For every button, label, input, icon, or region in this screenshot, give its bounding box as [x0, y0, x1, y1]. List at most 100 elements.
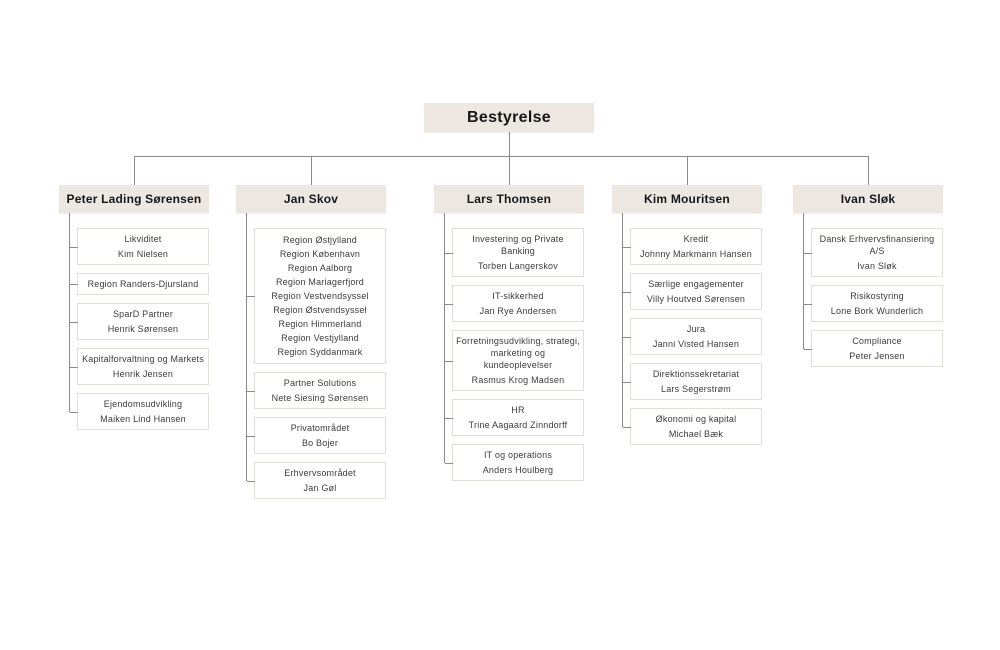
org-column-ivan-slok: Ivan Sløk Dansk Erhvervsfinansiering A/S…: [793, 185, 943, 367]
org-box-line: Henrik Sørensen: [107, 324, 179, 334]
org-box-line: Region Syddanmark: [277, 347, 363, 357]
org-box-line: marketing og kundeoplevelser: [483, 348, 553, 370]
org-box-line: Bo Bojer: [301, 438, 339, 448]
connector-line: [311, 156, 312, 185]
org-column-lars-thomsen: Lars Thomsen Investering og Private Bank…: [434, 185, 584, 481]
connector-line: [868, 156, 869, 185]
org-box-line: Region Randers-Djursland: [87, 279, 199, 289]
org-box-line: Lars Segerstrøm: [660, 384, 732, 394]
org-box-line: Johnny Markmann Hansen: [640, 249, 752, 259]
org-box-line: Region København: [279, 249, 361, 259]
connector-rail: [246, 213, 247, 481]
org-box-line: Kim Nielsen: [117, 249, 169, 259]
org-box-line: Henrik Jensen: [112, 369, 174, 379]
org-box-line: Risikostyring: [850, 291, 904, 301]
org-box-line: IT-sikkerhed: [492, 291, 544, 301]
org-box-line: Kapitalforvaltning og Markets: [82, 354, 204, 364]
org-box-line: Peter Jensen: [849, 351, 905, 361]
org-box-line: Region Vestjylland: [281, 333, 359, 343]
connector-line: [687, 156, 688, 185]
org-box-line: SparD Partner: [112, 309, 174, 319]
org-box-line: Likviditet: [124, 234, 162, 244]
org-box-line: Direktionssekretariat: [652, 369, 740, 379]
org-box-line: IT og operations: [483, 450, 553, 460]
org-box: Dansk Erhvervsfinansiering A/S Ivan Sløk: [804, 228, 943, 277]
org-box-line: Ivan Sløk: [857, 261, 897, 271]
connector-rail: [69, 213, 70, 412]
org-box-line: Anders Houlberg: [482, 465, 554, 475]
org-box-line: Partner Solutions: [283, 378, 357, 388]
org-box-line: Jan Gøl: [303, 483, 337, 493]
column-head: Ivan Sløk: [793, 185, 943, 213]
org-box-line: Region Aalborg: [287, 263, 353, 273]
org-box-line: Maiken Lind Hansen: [100, 414, 186, 424]
connector-line: [509, 156, 510, 185]
org-box-line: Region Mariagerfjord: [275, 277, 365, 287]
org-box-line: Region Østvendsyssel: [273, 305, 367, 315]
org-box-line: Økonomi og kapital: [655, 414, 737, 424]
org-box-line: Privatområdet: [290, 423, 350, 433]
connector-line: [134, 156, 868, 157]
org-box-line: Særlige engagementer: [648, 279, 744, 289]
org-box-line: Villy Houtved Sørensen: [646, 294, 746, 304]
org-box-line: Jura: [686, 324, 706, 334]
connector-line: [134, 156, 135, 185]
org-box-line: Region Himmerland: [278, 319, 362, 329]
connector-rail: [803, 213, 804, 349]
column-head: Lars Thomsen: [434, 185, 584, 213]
org-box-line: Nete Siesing Sørensen: [271, 393, 369, 403]
org-box: Privatområdet Bo Bojer: [247, 417, 386, 454]
org-box-line: Kredit: [683, 234, 709, 244]
column-head: Kim Mouritsen: [612, 185, 762, 213]
org-box-line: Torben Langerskov: [478, 261, 558, 271]
org-box-line: Ejendomsudvikling: [103, 399, 183, 409]
org-box-line: Jan Rye Andersen: [479, 306, 557, 316]
org-box-line: HR: [511, 405, 525, 415]
org-box: Forretningsudvikling, strategi, marketing…: [445, 330, 584, 391]
connector-rail: [444, 213, 445, 463]
org-box-line: Forretningsudvikling, strategi,: [456, 336, 580, 346]
org-box-line: Investering og Private Banking: [472, 234, 564, 256]
column-head: Peter Lading Sørensen: [59, 185, 209, 213]
org-box-line: Region Østjylland: [283, 235, 357, 245]
org-box-line: Rasmus Krog Madsen: [471, 375, 565, 385]
org-box-line: Region Vestvendsyssel: [271, 291, 369, 301]
connector-line: [509, 132, 510, 156]
root-node-bestyrelse: Bestyrelse: [424, 103, 594, 132]
org-box: Region Randers-Djursland: [70, 273, 209, 295]
connector-rail: [622, 213, 623, 427]
org-box-line: Dansk Erhvervsfinansiering A/S: [819, 234, 935, 256]
org-box-line: Erhvervsområdet: [284, 468, 356, 478]
column-head: Jan Skov: [236, 185, 386, 213]
org-box-line: Lone Bork Wunderlich: [830, 306, 924, 316]
org-box-line: Janni Visted Hansen: [652, 339, 740, 349]
org-box-line: Michael Bæk: [668, 429, 724, 439]
org-box-line: Compliance: [852, 336, 902, 346]
